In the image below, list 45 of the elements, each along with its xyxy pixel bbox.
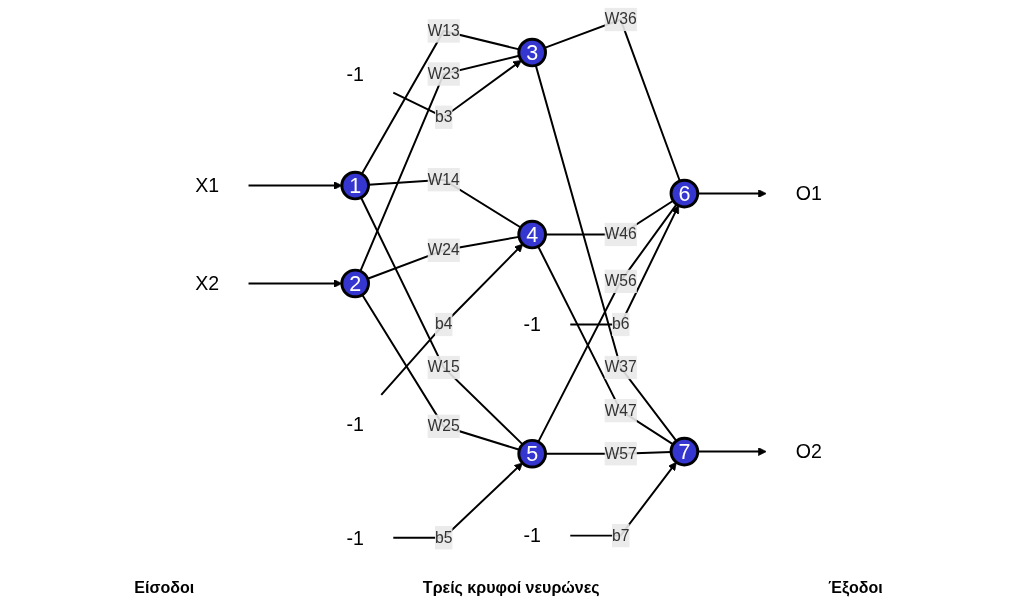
node-circle: 1 [340,170,370,201]
node-circle: 4 [517,219,547,250]
edge-label: W57 [604,444,637,462]
edge-label: b5 [434,528,453,546]
node-text: X2 [195,272,220,295]
edge-label: b4 [434,315,453,333]
edge-label: W13 [427,22,460,39]
edge-label: W24 [427,241,460,259]
edge-label: W37 [604,358,637,376]
edge-label: b7 [611,526,630,544]
node-text: -1 [346,527,364,549]
node-text: O1 [795,182,822,205]
arrow [569,461,677,537]
edge-label: b6 [611,315,630,333]
edge-label: W25 [427,417,460,435]
edge-label: W46 [604,225,637,243]
edge-label: W15 [427,358,460,376]
column-caption: Είσοδοι [134,579,195,597]
node-text: -1 [523,524,541,547]
arrow [569,205,680,326]
node-circle: 7 [669,436,700,467]
node-text: O2 [795,440,822,463]
node-text: -1 [346,63,364,85]
node-circle: 6 [669,178,700,209]
edge-label: W36 [604,10,637,28]
edge-label: W14 [427,170,460,188]
connector [537,203,678,443]
arrow [247,279,343,288]
node-text: X1 [195,174,220,197]
column-caption: Έξοδοι [828,579,883,597]
connector [360,196,524,446]
node-text: -1 [346,413,364,435]
node-circle: 2 [340,268,370,299]
node-text: -1 [523,313,541,336]
edge-label: W23 [427,65,460,82]
arrow [380,243,524,396]
edge-label: W56 [604,272,637,290]
arrow [247,181,343,190]
edge-label: b3 [434,108,453,125]
column-caption: Τρείς κρυφοί νευρώνες [422,579,600,597]
connector [537,245,675,446]
node-circle: 3 [517,37,547,68]
arrow [392,462,523,539]
node-circle: 5 [517,438,547,469]
edge-label: W47 [604,401,637,419]
